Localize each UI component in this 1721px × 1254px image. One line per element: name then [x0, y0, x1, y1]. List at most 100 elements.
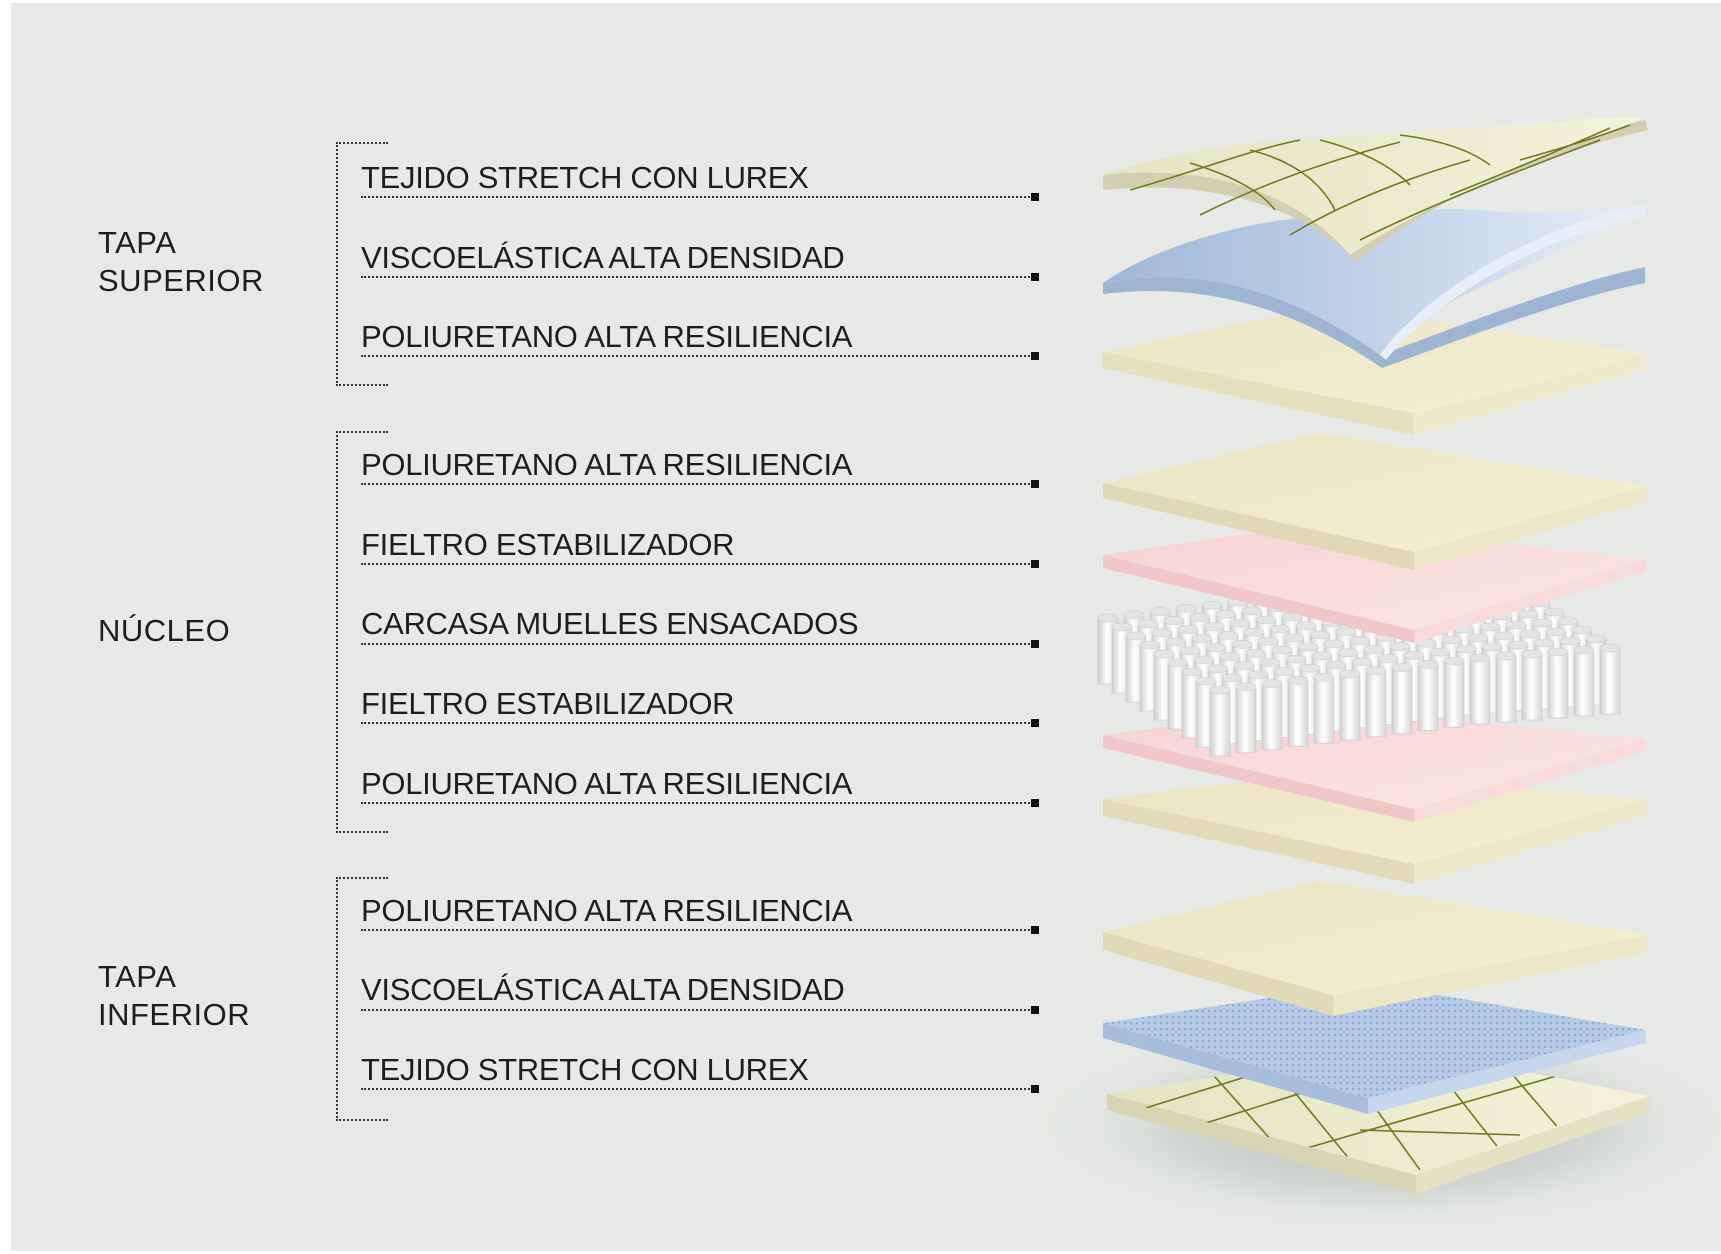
- spring-pocket-top: [1203, 622, 1225, 631]
- bottom-foam-layer: [1103, 881, 1647, 1016]
- spring-pocket-top: [1505, 620, 1527, 630]
- spring-pocket-top: [1191, 634, 1213, 643]
- leader-end-marker: [1031, 926, 1039, 934]
- leader-line: [361, 355, 1033, 357]
- spring-pocket: [1443, 660, 1465, 728]
- spring-pocket-top: [1229, 618, 1251, 628]
- spring-pocket-top: [1245, 649, 1267, 658]
- spring-pocket-top: [1363, 645, 1385, 654]
- spring-pocket-top: [1193, 655, 1215, 665]
- spring-pocket-top: [1261, 679, 1283, 688]
- bottom-fabric-layer: [1107, 1048, 1650, 1194]
- spring-pocket-top: [1217, 631, 1239, 640]
- spring-pocket-top: [1441, 635, 1463, 645]
- spring-pocket-top: [1295, 621, 1317, 631]
- leader-line: [361, 1009, 1033, 1011]
- leader-end-marker: [1031, 719, 1039, 727]
- spring-pocket-top: [1221, 673, 1243, 683]
- spring-pocket-top: [1137, 619, 1159, 629]
- spring-pocket-top: [1283, 633, 1305, 643]
- spring-pocket-top: [1219, 652, 1241, 661]
- spring-pocket-top: [1521, 649, 1543, 659]
- spring-pocket-top: [1235, 682, 1257, 692]
- layer-label: VISCOELÁSTICA ALTA DENSIDAD: [361, 972, 845, 1007]
- group-label-tapa-superior: TAPA SUPERIOR: [98, 225, 264, 298]
- leader-end-marker: [1031, 799, 1039, 807]
- layer-label: POLIURETANO ALTA RESILIENCIA: [361, 893, 853, 928]
- leader-end-marker: [1031, 193, 1039, 201]
- spring-pocket-top: [1377, 654, 1399, 663]
- spring-pocket-top: [1257, 636, 1279, 646]
- spring-pocket: [1495, 655, 1517, 723]
- spring-pocket-top: [1269, 624, 1291, 634]
- leader-line: [361, 643, 1033, 645]
- spring-pocket-top: [1429, 647, 1451, 657]
- spring-pocket: [1313, 676, 1335, 744]
- group-label-nucleo: NÚCLEO: [98, 613, 231, 648]
- leader-end-marker: [1031, 480, 1039, 488]
- spring-pocket-top: [1349, 636, 1371, 645]
- spring-pocket-top: [1255, 615, 1277, 625]
- spring-pocket-top: [1243, 627, 1265, 637]
- spring-pocket: [1469, 657, 1491, 725]
- spring-pocket-top: [1271, 645, 1293, 655]
- core-lower-foam-layer: [1103, 773, 1647, 884]
- spring-pocket-top: [1311, 651, 1333, 661]
- layer-label: VISCOELÁSTICA ALTA DENSIDAD: [361, 240, 845, 275]
- spring-pocket: [1547, 651, 1569, 719]
- spring-pocket-top: [1189, 613, 1211, 622]
- leader-end-marker: [1031, 640, 1039, 648]
- spring-pocket-top: [1215, 609, 1237, 619]
- spring-pocket-top: [1571, 625, 1593, 635]
- spring-pocket-top: [1241, 606, 1263, 616]
- spring-pocket-top: [1231, 640, 1253, 649]
- spring-pocket-top: [1479, 622, 1501, 632]
- spring-pocket-top: [1417, 660, 1439, 669]
- leader-end-marker: [1031, 352, 1039, 360]
- spring-pocket-top: [1247, 670, 1269, 679]
- spring-pocket: [1521, 653, 1543, 721]
- spring-pocket-top: [1335, 627, 1357, 636]
- spring-pocket-top: [1111, 622, 1133, 632]
- spring-pocket-top: [1403, 651, 1425, 660]
- spring-pocket-top: [1151, 628, 1173, 638]
- leader-line: [361, 276, 1033, 278]
- bracket-tapa-superior: [336, 142, 388, 386]
- spring-pocket: [1573, 649, 1595, 717]
- top-fabric-layer: [1103, 116, 1648, 262]
- spring-pocket-top: [1443, 656, 1465, 666]
- spring-pocket-top: [1323, 639, 1345, 649]
- spring-pocket-top: [1547, 647, 1569, 657]
- spring-pocket-top: [1125, 631, 1147, 641]
- spring-pocket-top: [1467, 633, 1489, 643]
- leader-end-marker: [1031, 273, 1039, 281]
- spring-pocket-top: [1181, 667, 1203, 677]
- spring-pocket: [1417, 664, 1439, 731]
- layer-label: POLIURETANO ALTA RESILIENCIA: [361, 319, 853, 354]
- leader-line: [361, 722, 1033, 724]
- leader-end-marker: [1031, 1006, 1039, 1014]
- core-upper-foam-layer: [1103, 433, 1647, 570]
- spring-pocket-top: [1507, 640, 1529, 650]
- spring-pocket-top: [1123, 610, 1145, 620]
- layer-label: FIELTRO ESTABILIZADOR: [361, 527, 735, 562]
- leader-line: [361, 802, 1033, 804]
- leader-end-marker: [1031, 1085, 1039, 1093]
- spring-pocket-top: [1599, 643, 1621, 653]
- spring-pocket-top: [1557, 616, 1579, 626]
- spring-pocket: [1365, 670, 1387, 738]
- layer-label: FIELTRO ESTABILIZADOR: [361, 686, 735, 721]
- spring-pocket-top: [1559, 636, 1581, 646]
- spring-pocket-top: [1153, 649, 1175, 659]
- spring-pocket-top: [1233, 661, 1255, 670]
- spring-pocket-top: [1533, 638, 1555, 648]
- layer-label: POLIURETANO ALTA RESILIENCIA: [361, 766, 853, 801]
- spring-pocket: [1209, 689, 1231, 757]
- leader-line: [361, 929, 1033, 931]
- spring-pocket: [1261, 683, 1283, 750]
- spring-pocket-top: [1299, 663, 1321, 673]
- spring-pocket-top: [1205, 643, 1227, 652]
- spring-pocket-top: [1209, 685, 1231, 695]
- top-visco-layer: [1103, 205, 1645, 368]
